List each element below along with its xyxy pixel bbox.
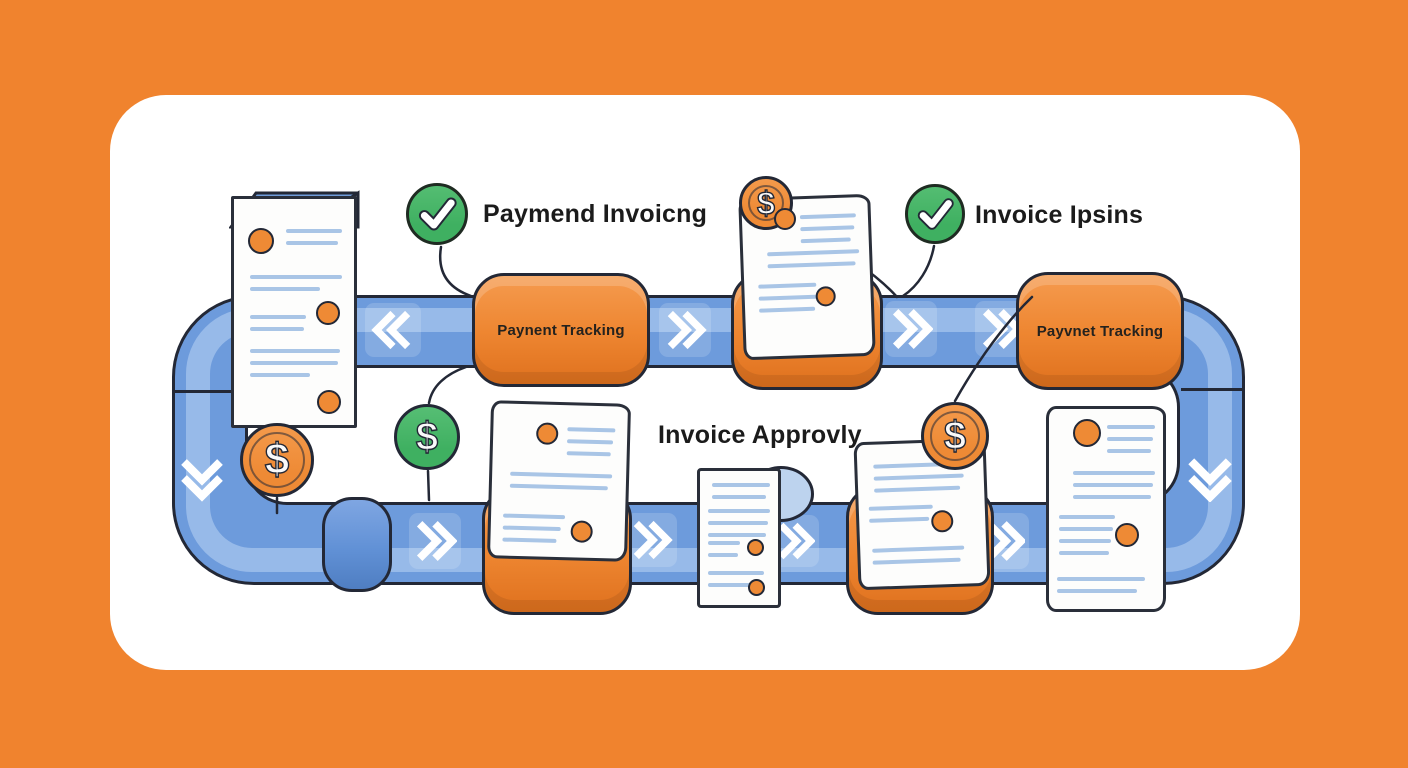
check-circle-icon xyxy=(406,183,468,245)
invoice-document xyxy=(1046,406,1166,612)
receipt-document xyxy=(697,468,781,608)
band-payment-tracking-right: Payvnet Tracking xyxy=(1016,272,1184,390)
chevron-left-icon xyxy=(365,303,421,357)
dollar-coin-green-icon: $ xyxy=(394,404,460,470)
stamp-dot xyxy=(815,286,837,307)
stamp-dot xyxy=(316,301,340,325)
stage-title-invoice-ipsins: Invoice Ipsins xyxy=(975,201,1144,229)
chevron-down-icon xyxy=(1184,450,1236,506)
dollar-coin-icon: $ xyxy=(240,423,314,497)
invoice-document xyxy=(486,400,632,562)
band-label: Paynent Tracking xyxy=(497,322,625,339)
chevron-down-icon xyxy=(176,452,228,504)
chevron-right-icon xyxy=(409,513,461,569)
stamp-dot xyxy=(317,390,341,414)
stamp-dot xyxy=(535,422,559,445)
band-payment-tracking-left: Paynent Tracking xyxy=(472,273,650,387)
pipe-coupling-blue xyxy=(322,497,392,592)
stamp-dot xyxy=(747,539,764,556)
stage-title-invoice-approval: Invoice Approvly xyxy=(658,421,862,449)
chevron-right-icon xyxy=(885,301,937,357)
pipe-seam-right xyxy=(1181,388,1244,391)
stage-title-payment-invoicing: Paymend Invoicng xyxy=(483,200,708,228)
invoice-document xyxy=(231,196,357,428)
stamp-dot xyxy=(1073,419,1101,447)
stamp-dot xyxy=(248,228,274,254)
check-circle-icon xyxy=(905,184,965,244)
pipe-seam-left xyxy=(173,390,244,393)
stamp-dot xyxy=(570,520,593,543)
dollar-coin-icon: $ xyxy=(921,402,989,470)
chevron-right-icon xyxy=(659,303,711,357)
stamp-dot xyxy=(748,579,765,596)
band-label: Payvnet Tracking xyxy=(1036,323,1164,340)
stamp-dot xyxy=(930,509,954,533)
stamp-dot xyxy=(1115,523,1139,547)
coin-dot xyxy=(774,208,796,230)
chevron-right-icon xyxy=(625,513,677,567)
